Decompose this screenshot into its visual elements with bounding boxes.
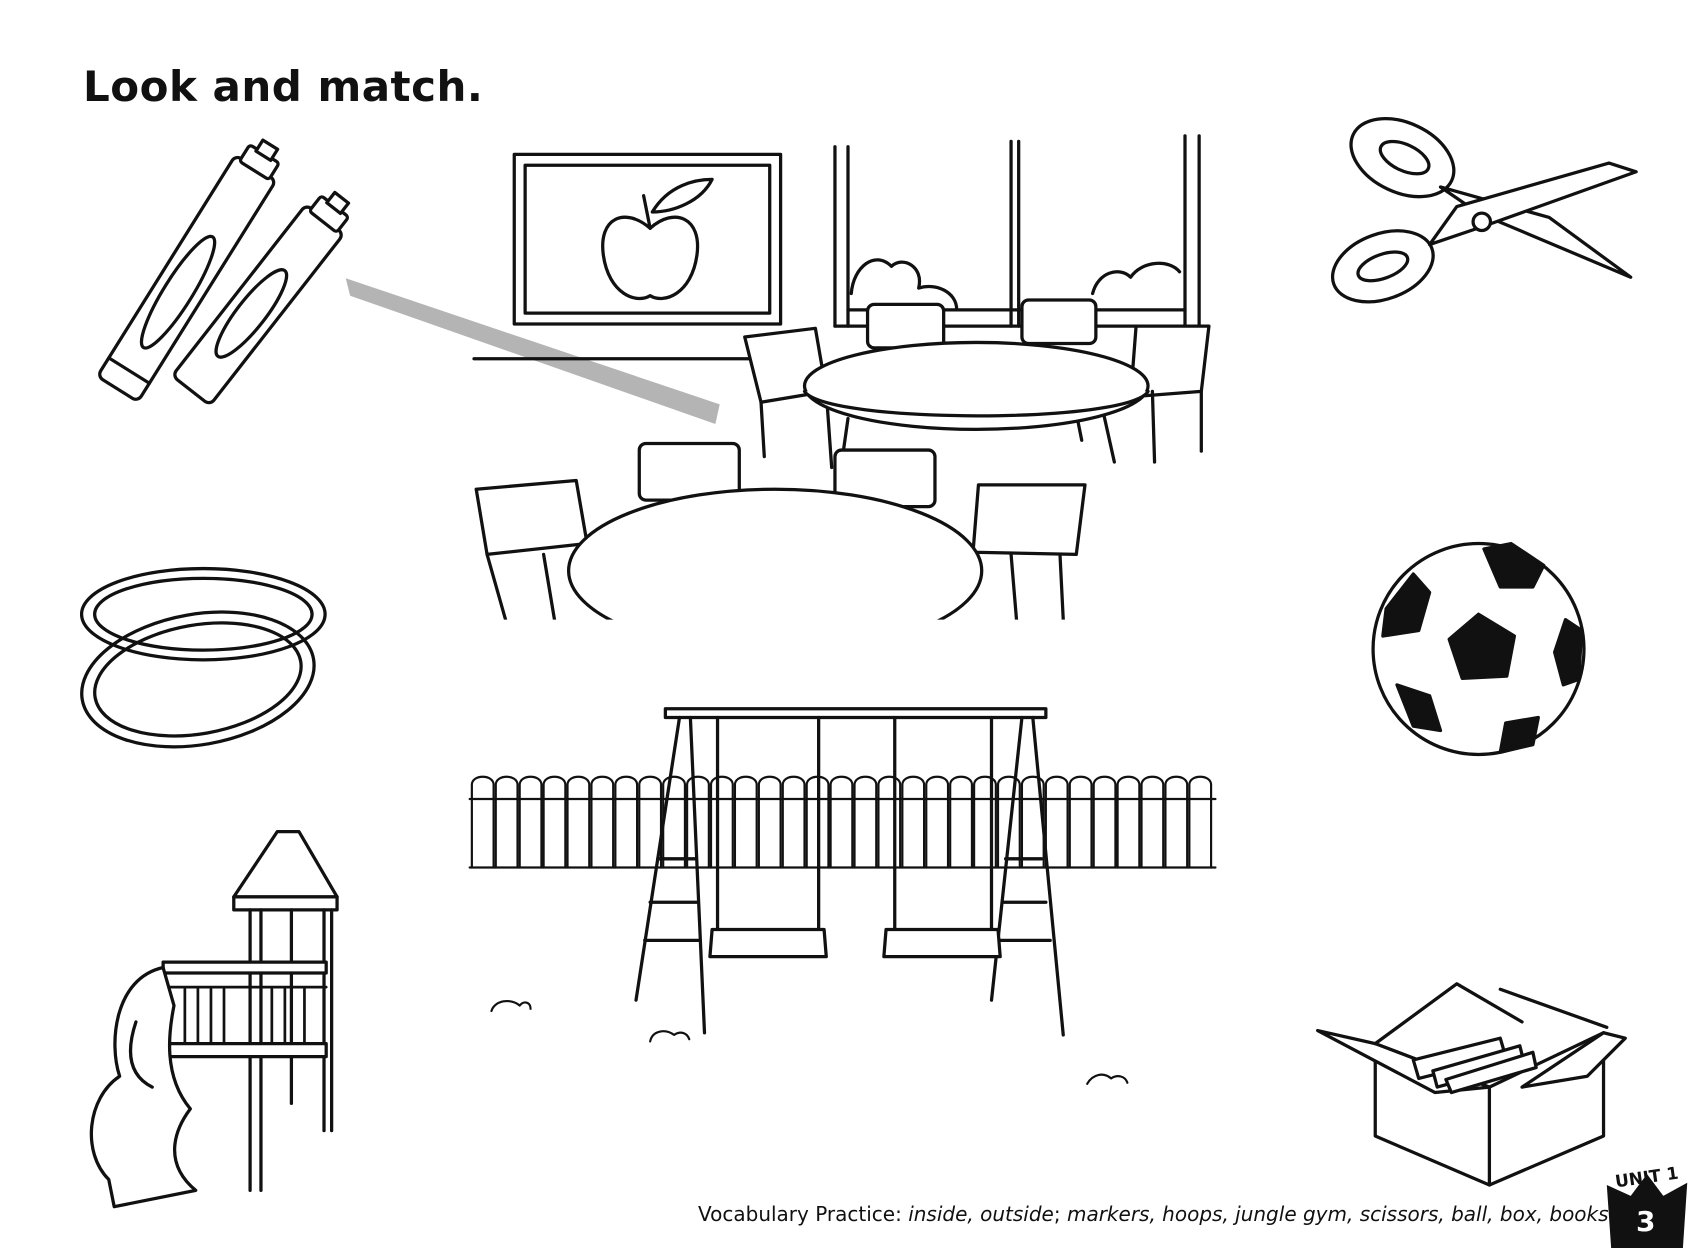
vocabulary-words: markers, hoops, jungle gym, scissors, ba…	[1066, 1202, 1609, 1226]
vocabulary-footer: Vocabulary Practice: inside, outside; ma…	[698, 1202, 1609, 1226]
fence-picket	[614, 775, 639, 869]
apple-drawing	[601, 177, 714, 301]
windows	[833, 134, 1201, 328]
fence-picket	[996, 775, 1021, 869]
front-table	[474, 441, 1087, 620]
markers-picture[interactable]	[97, 132, 360, 405]
fence-picket	[662, 775, 687, 869]
fence-picket	[781, 775, 806, 869]
vocabulary-separator: ;	[1053, 1202, 1061, 1226]
fence	[468, 797, 1217, 869]
classroom-picture[interactable]	[472, 134, 1211, 652]
fence-picket	[470, 775, 495, 869]
fence-picket	[925, 775, 950, 869]
fence-pickets	[470, 775, 1213, 869]
fence-picket	[709, 775, 734, 869]
fence-picket	[638, 775, 663, 869]
fence-picket	[829, 775, 854, 869]
fence-picket	[1020, 775, 1045, 869]
fence-picket	[733, 775, 758, 869]
vocabulary-label: Vocabulary Practice:	[698, 1202, 902, 1226]
jungle-gym-picture[interactable]	[89, 830, 339, 1209]
fence-picket	[686, 775, 710, 869]
fence-picket	[518, 775, 543, 869]
fence-picket	[877, 775, 902, 869]
fence-picket	[1044, 775, 1069, 869]
fence-picket	[494, 775, 519, 869]
fence-picket	[1116, 775, 1141, 869]
fence-picket	[566, 775, 591, 869]
scissors-picture[interactable]	[1323, 103, 1638, 315]
fence-picket	[949, 775, 974, 869]
match-line	[345, 278, 720, 424]
vocabulary-places: inside, outside	[908, 1202, 1054, 1226]
swing-set	[634, 707, 1065, 1037]
box-of-books-picture[interactable]	[1316, 982, 1627, 1187]
fence-picket	[1068, 775, 1093, 869]
fence-picket	[973, 775, 997, 869]
fence-picket	[1164, 775, 1189, 869]
fence-picket	[757, 775, 782, 869]
fence-picket	[1188, 775, 1213, 869]
fence-picket	[901, 775, 926, 869]
playground-picture[interactable]	[468, 707, 1217, 1085]
hoops-picture[interactable]	[71, 566, 327, 765]
unit-badge-shield	[1606, 1174, 1688, 1248]
fence-picket	[1092, 775, 1117, 869]
fence-picket	[590, 775, 615, 869]
fence-picket	[853, 775, 878, 869]
page-number: 3	[1636, 1205, 1656, 1238]
soccer-ball-picture[interactable]	[1371, 541, 1586, 757]
back-table	[743, 298, 1211, 470]
fence-picket	[542, 775, 567, 869]
page-title: Look and match.	[83, 62, 484, 111]
fence-picket	[1140, 775, 1165, 869]
